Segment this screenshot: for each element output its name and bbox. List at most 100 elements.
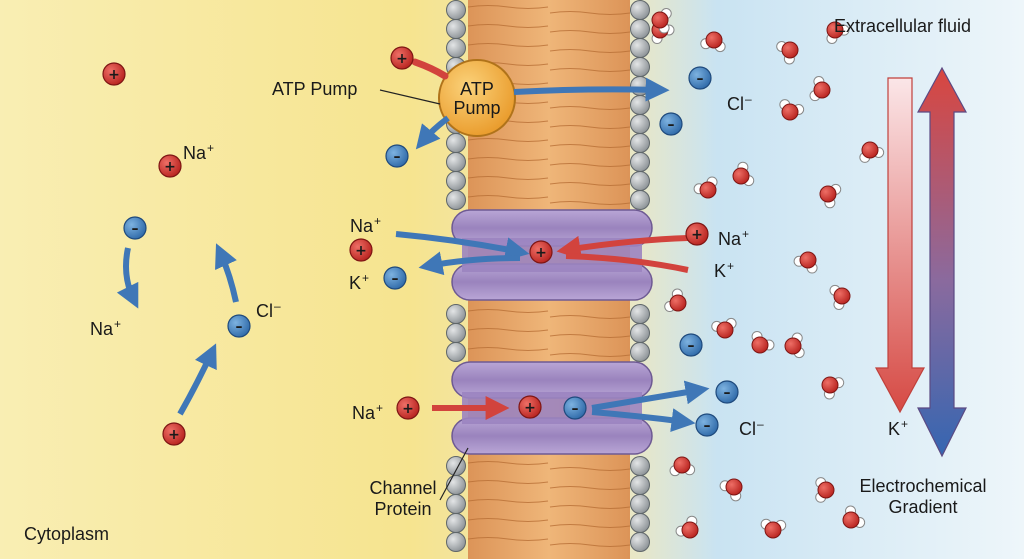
lipid-tail bbox=[549, 106, 631, 110]
k-label-channel-left: K+ bbox=[349, 271, 370, 293]
channel-protein-lower bbox=[451, 361, 653, 455]
phospholipid-head bbox=[630, 38, 650, 58]
anion-ion: – bbox=[385, 144, 409, 168]
cation-ion: + bbox=[349, 238, 373, 262]
lipid-tail bbox=[467, 480, 549, 484]
svg-text:+: + bbox=[355, 243, 367, 259]
lipid-tail bbox=[467, 157, 549, 161]
phospholipid-head bbox=[446, 171, 466, 191]
lipid-tail bbox=[467, 347, 549, 351]
lipid-tail bbox=[467, 195, 549, 199]
atp-pump-callout-line bbox=[379, 89, 441, 105]
lipid-tail bbox=[549, 353, 631, 357]
na-label-cytoplasm-top: Na+ bbox=[183, 141, 215, 163]
na-label-channel-left: Na+ bbox=[350, 214, 382, 236]
cation-ion: + bbox=[102, 62, 126, 86]
lipid-tail bbox=[467, 309, 549, 313]
phospholipid-head bbox=[630, 152, 650, 172]
water-molecule bbox=[784, 332, 805, 359]
phospholipid-head bbox=[630, 171, 650, 191]
water-molecule bbox=[664, 288, 687, 313]
electrochemical-gradient-label: Electrochemical Gradient bbox=[848, 476, 998, 518]
svg-text:–: – bbox=[236, 319, 243, 335]
water-molecule bbox=[760, 518, 787, 539]
lipid-tail bbox=[467, 138, 549, 142]
water-molecule bbox=[793, 251, 818, 274]
channel-protein-line2: Protein bbox=[374, 499, 432, 519]
phospholipid-head bbox=[446, 342, 466, 362]
anion-ion: – bbox=[383, 266, 407, 290]
cl-label-pump: Cl– bbox=[727, 92, 752, 114]
water-molecule bbox=[669, 456, 696, 477]
cation-ion: + bbox=[518, 395, 542, 419]
anion-ion: – bbox=[563, 396, 587, 420]
phospholipid-head bbox=[630, 133, 650, 153]
na-label-channel-right: Na+ bbox=[718, 227, 750, 249]
svg-text:+: + bbox=[108, 67, 120, 83]
water-molecule bbox=[779, 99, 805, 121]
water-molecule bbox=[842, 505, 866, 529]
svg-text:–: – bbox=[697, 71, 704, 87]
lipid-tail bbox=[467, 499, 549, 503]
channel-protein-label: Channel Protein bbox=[358, 478, 448, 520]
water-molecule bbox=[815, 477, 835, 503]
water-molecules bbox=[651, 8, 885, 539]
lipid-tail bbox=[549, 505, 631, 509]
svg-text:+: + bbox=[164, 159, 176, 175]
lipid-tail bbox=[549, 11, 631, 15]
anion-ion: – bbox=[695, 413, 719, 437]
phospholipid-head bbox=[630, 57, 650, 77]
lipid-tail bbox=[549, 334, 631, 338]
phospholipid-head bbox=[630, 95, 650, 115]
cl-label-lower-channel: Cl– bbox=[739, 417, 764, 439]
svg-text:+: + bbox=[396, 51, 408, 67]
extracellular-fluid-label: Extracellular fluid bbox=[834, 16, 972, 36]
cation-ion: + bbox=[396, 396, 420, 420]
phospholipid-head bbox=[446, 133, 466, 153]
lipid-tail bbox=[467, 43, 549, 47]
atp-pump bbox=[438, 59, 516, 137]
phospholipid-head bbox=[446, 323, 466, 343]
lipid-tail bbox=[549, 182, 631, 186]
na-label-cytoplasm-mid: Na+ bbox=[90, 317, 122, 339]
anion-ion: – bbox=[715, 380, 739, 404]
lipid-tail bbox=[549, 315, 631, 319]
phospholipid-head bbox=[446, 494, 466, 514]
lipid-tail bbox=[549, 68, 631, 72]
water-molecule bbox=[821, 376, 845, 400]
lipid-tail bbox=[549, 201, 631, 205]
phospholipid-head bbox=[630, 190, 650, 210]
atp-pump-inside-line2: Pump bbox=[453, 98, 501, 118]
water-molecule bbox=[693, 176, 718, 199]
atp-pump-inside-line1: ATP bbox=[460, 79, 494, 99]
phospholipid-head bbox=[630, 494, 650, 514]
atp-pump-inside-label: ATP Pump bbox=[447, 80, 507, 118]
lipid-tail bbox=[467, 176, 549, 180]
phospholipid-head bbox=[446, 456, 466, 476]
water-molecule bbox=[751, 330, 775, 354]
phospholipid-head bbox=[446, 152, 466, 172]
phospholipid-head bbox=[446, 38, 466, 58]
cation-ion: + bbox=[529, 240, 553, 264]
channel-protein-line1: Channel bbox=[369, 478, 437, 498]
svg-text:–: – bbox=[132, 221, 139, 237]
lipid-tail bbox=[549, 125, 631, 129]
anion-ion: – bbox=[688, 66, 712, 90]
svg-text:+: + bbox=[402, 401, 414, 417]
lipid-tail bbox=[467, 518, 549, 522]
water-molecule bbox=[809, 76, 831, 102]
phospholipid-head bbox=[446, 19, 466, 39]
water-molecule bbox=[819, 183, 842, 209]
svg-text:–: – bbox=[704, 418, 711, 434]
cl-label-cytoplasm: Cl– bbox=[256, 299, 281, 321]
lipid-tail bbox=[467, 5, 549, 9]
lipid-tail bbox=[467, 328, 549, 332]
phospholipid-head bbox=[630, 0, 650, 20]
phospholipid-head bbox=[630, 19, 650, 39]
lipid-tail bbox=[549, 524, 631, 528]
lipid-tail bbox=[549, 144, 631, 148]
k-label-channel-right: K+ bbox=[714, 259, 735, 281]
lipid-tail bbox=[549, 486, 631, 490]
